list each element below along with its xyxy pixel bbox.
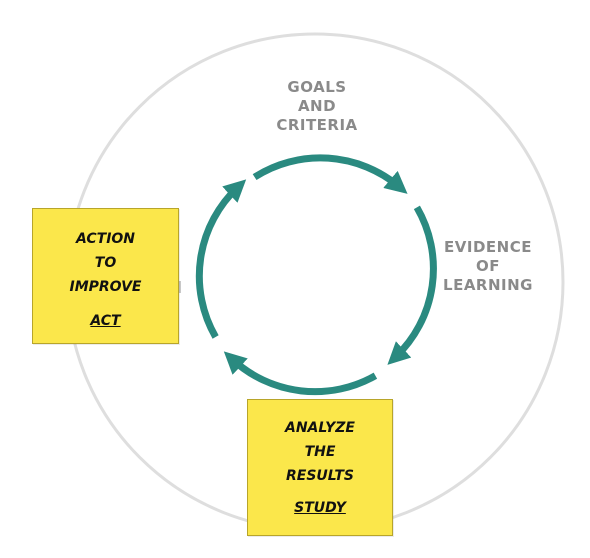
note-act-line-2: TO <box>94 255 117 271</box>
note-act-line-3: IMPROVE <box>69 279 142 295</box>
arrow-act-to-goals <box>195 179 247 339</box>
note-study-line-1: ANALYZE <box>285 420 355 436</box>
stage-evidence-of-learning: EVIDENCE OF LEARNING <box>436 238 540 295</box>
note-action-to-improve: ACTION TO IMPROVE ACT <box>32 208 179 344</box>
hidden-stage-tick <box>178 281 181 293</box>
stage-goals-line-3: CRITERIA <box>276 116 358 134</box>
stage-goals-and-criteria: GOALS AND CRITERIA <box>262 78 372 135</box>
arrow-study-to-act <box>223 351 378 396</box>
stage-evidence-line-3: LEARNING <box>443 276 533 294</box>
stage-evidence-line-2: OF <box>476 257 500 275</box>
note-study-line-2: THE <box>304 444 336 460</box>
note-act-key: ACT <box>90 313 121 329</box>
note-study-line-3: RESULTS <box>285 468 355 484</box>
note-analyze-the-results: ANALYZE THE RESULTS STUDY <box>247 399 393 536</box>
arrow-goals-to-evidence <box>252 154 408 194</box>
arrow-evidence-to-study <box>387 205 437 365</box>
stage-goals-line-1: GOALS <box>287 78 347 96</box>
note-act-line-1: ACTION <box>75 231 136 247</box>
stage-goals-line-2: AND <box>297 97 337 115</box>
note-study-key: STUDY <box>294 500 346 516</box>
stage-evidence-line-1: EVIDENCE <box>444 238 532 256</box>
